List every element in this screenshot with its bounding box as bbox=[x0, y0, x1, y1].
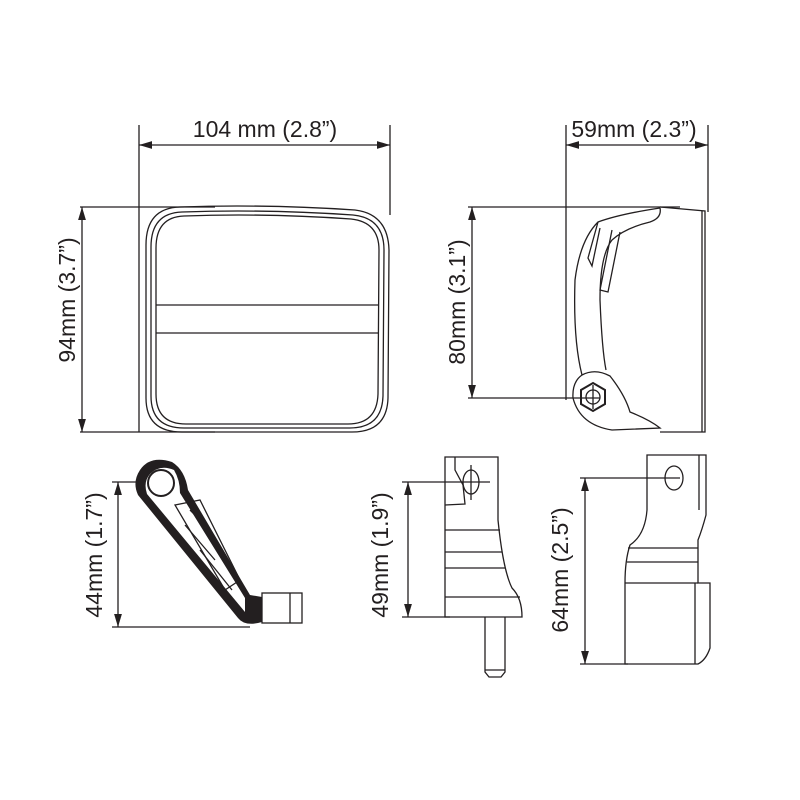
bracket-arm bbox=[135, 459, 303, 624]
bracket-b-view: 49mm (1.9”) bbox=[367, 456, 523, 678]
side-height-label: 80mm (3.1”) bbox=[444, 239, 470, 364]
front-view: 104 mm (2.8”) 94mm (3.7”) bbox=[54, 116, 391, 433]
front-width-label: 104 mm (2.8”) bbox=[193, 116, 337, 142]
bracket-c-view: 64mm (2.5”) bbox=[547, 454, 711, 665]
bracket-b-body bbox=[444, 456, 523, 678]
lamp-front-housing bbox=[145, 205, 390, 433]
hex-bolt-icon bbox=[580, 381, 606, 413]
bracket-a-view: 44mm (1.7”) bbox=[81, 459, 303, 628]
bracket-c-body bbox=[624, 454, 711, 665]
bracket-c-height-label: 64mm (2.5”) bbox=[547, 507, 573, 632]
front-height-label: 94mm (3.7”) bbox=[54, 237, 80, 362]
side-view: 59mm (2.3”) 80mm (3.1”) bbox=[444, 116, 709, 433]
lamp-side-housing bbox=[572, 206, 706, 433]
side-width-label: 59mm (2.3”) bbox=[571, 116, 696, 142]
bracket-a-height-label: 44mm (1.7”) bbox=[81, 492, 107, 617]
bracket-b-height-label: 49mm (1.9”) bbox=[367, 492, 393, 617]
